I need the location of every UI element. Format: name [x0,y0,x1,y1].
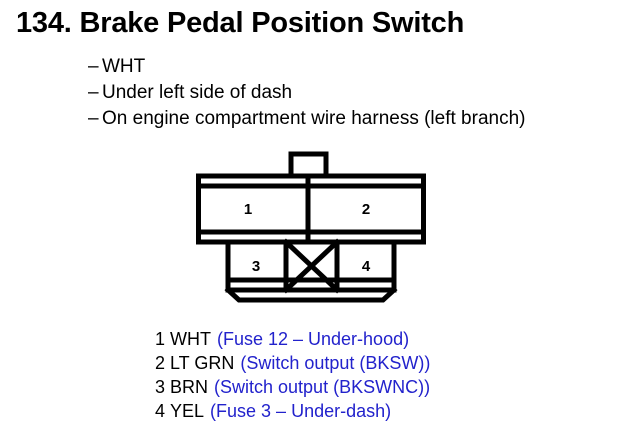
legend-row: 2 LT GRN (Switch output (BKSW)) [155,351,430,375]
legend-wire-color: YEL [170,401,205,421]
note-label: Under left side of dash [102,82,293,103]
cavity-number-2: 2 [362,201,370,218]
bullet-dash-icon: – [88,82,99,103]
connector-diagram: 1 2 3 4 [186,145,436,315]
legend-pin-number: 4 [155,401,166,421]
legend-wire-color: WHT [170,329,211,349]
locking-tab [288,151,329,179]
legend-row: 1 WHT (Fuse 12 – Under-hood) [155,327,430,351]
legend-description: (Fuse 3 – Under-dash) [210,401,392,421]
legend-row: 3 BRN (Switch output (BKSWNC)) [155,375,430,399]
page-title: 134. Brake Pedal Position Switch [16,7,465,39]
bullet-dash-icon: – [88,56,99,77]
lower-body [225,239,397,293]
note-label: WHT [102,56,146,77]
note-item: – Under left side of dash [88,80,525,106]
legend-description: (Switch output (BKSW)) [240,353,431,373]
cavity-number-4: 4 [362,258,371,275]
pin-legend: 1 WHT (Fuse 12 – Under-hood) 2 LT GRN (S… [155,327,430,423]
notes-list: – WHT – Under left side of dash – On eng… [88,54,525,132]
legend-pin-number: 3 [155,377,166,397]
note-item: – WHT [88,54,525,80]
lower-skirt [224,286,398,303]
legend-wire-color: LT GRN [170,353,235,373]
legend-description: (Switch output (BKSWNC)) [214,377,431,397]
legend-row: 4 YEL (Fuse 3 – Under-dash) [155,399,430,423]
cavity-number-1: 1 [244,201,252,218]
note-item: – On engine compartment wire harness (le… [88,106,525,132]
cavity-number-3: 3 [252,258,260,275]
legend-wire-color: BRN [170,377,209,397]
blocked-cavity-x-icon [282,238,341,294]
legend-pin-number: 2 [155,353,166,373]
note-label: On engine compartment wire harness (left… [102,108,526,129]
legend-pin-number: 1 [155,329,166,349]
bullet-dash-icon: – [88,108,99,129]
legend-description: (Fuse 12 – Under-hood) [216,329,410,349]
